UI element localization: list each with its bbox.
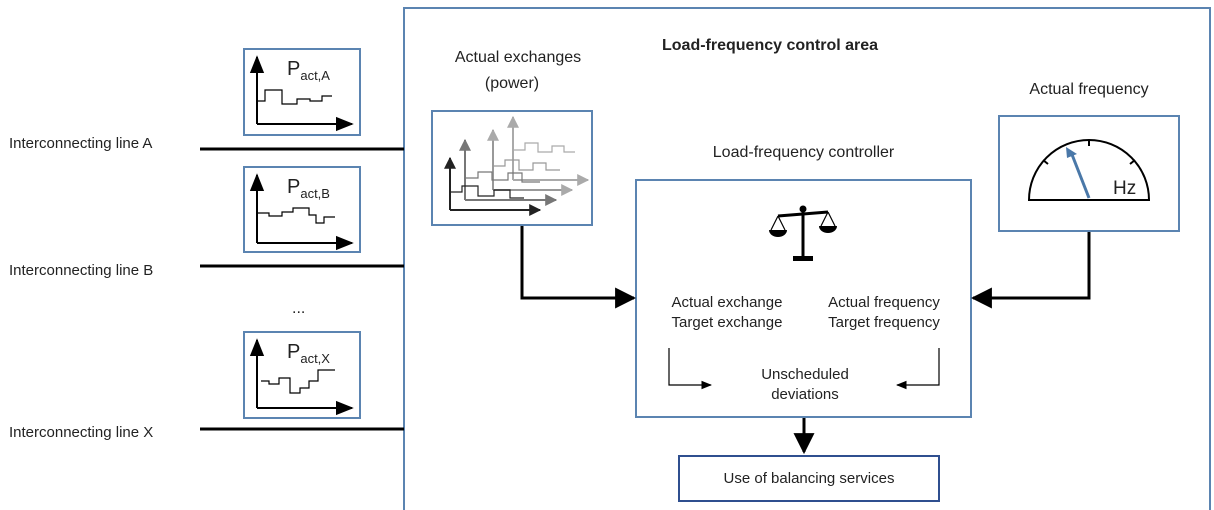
control-area-title: Load-frequency control area — [662, 37, 879, 54]
exchanges-graph — [431, 110, 593, 226]
arrow-frequency-to-controller — [970, 232, 1091, 309]
frequency-gauge — [998, 115, 1180, 232]
power-graph-x — [243, 331, 361, 419]
ellipsis-label: ... — [292, 300, 306, 317]
power-label-x-main: P — [287, 341, 301, 363]
frequency-needle — [1069, 151, 1091, 199]
exchanges-title-line1: Actual exchanges — [454, 49, 582, 66]
power-graph-a — [243, 48, 361, 136]
arrow-exchanges-to-controller — [520, 226, 637, 309]
arrow-left-to-deviations — [668, 348, 713, 390]
controller-result-line1: Unscheduled — [761, 366, 849, 383]
power-graph-b — [243, 166, 361, 253]
controller-left-line2: Target exchange — [671, 314, 783, 331]
controller-title: Load-frequency controller — [712, 144, 895, 161]
power-label-b-main: P — [287, 176, 301, 198]
interconnecting-line-a-label: Interconnecting line A — [9, 135, 153, 152]
output-label: Use of balancing services — [723, 470, 895, 487]
interconnecting-line-b-label: Interconnecting line B — [9, 262, 154, 279]
power-label-x: Pact,X — [287, 340, 330, 371]
arrow-right-to-deviations — [895, 348, 940, 390]
balance-scale-icon — [769, 205, 837, 261]
power-label-b-sub: act,B — [300, 186, 330, 201]
controller-right-line1: Actual frequency — [828, 294, 940, 311]
frequency-title: Actual frequency — [1029, 81, 1149, 98]
power-label-a-main: P — [287, 58, 301, 80]
interconnecting-line-x-label: Interconnecting line X — [9, 424, 154, 441]
controller-right-line2: Target frequency — [828, 314, 940, 331]
power-label-b: Pact,B — [287, 175, 330, 206]
control-area-boundary — [403, 7, 1211, 510]
power-label-a-sub: act,A — [300, 68, 330, 83]
controller-result-line2: deviations — [771, 386, 839, 403]
frequency-unit: Hz — [1113, 178, 1137, 199]
power-label-x-sub: act,X — [300, 351, 330, 366]
exchanges-title-line2: (power) — [484, 75, 540, 92]
controller-left-line1: Actual exchange — [671, 294, 783, 311]
output-box — [678, 455, 940, 502]
power-label-a: Pact,A — [287, 57, 330, 88]
